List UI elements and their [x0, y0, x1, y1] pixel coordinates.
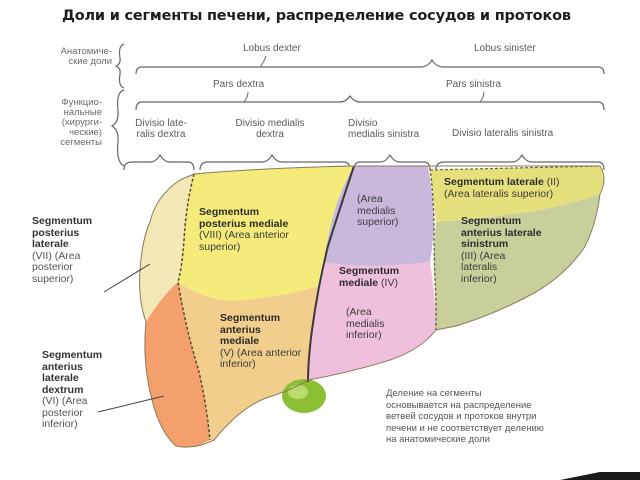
anatomical-brace: [114, 43, 125, 89]
pars-bracket: [135, 94, 605, 111]
segment-ii-region: [430, 166, 604, 222]
anatomical-lobes-label: Анатомиче-ские доли: [60, 46, 112, 67]
pars-dextra-label: Pars dextra: [213, 79, 265, 90]
divisio-bracket-4: [435, 153, 605, 171]
bottom-edge: [0, 472, 640, 480]
pars-sinistra-label: Pars sinistra: [446, 79, 502, 90]
divisio-lateralis-sinistra-label: Divisio lateralis sinistra: [452, 128, 554, 139]
divisio-bracket-2: [199, 153, 351, 171]
segment-v-region: [178, 282, 318, 440]
segment-iv-inferior-region: [308, 262, 436, 380]
divisio-lateralis-dextra-label: Divisio late-ralis dextra: [135, 118, 187, 140]
segment-vii-region: [139, 174, 194, 322]
divisio-bracket-1: [123, 153, 195, 171]
page-title: Доли и сегменты печени, распределение со…: [62, 8, 571, 24]
lobus-dexter-label: Lobus dexter: [243, 43, 301, 54]
segment-vi-region: [144, 282, 210, 448]
divisio-bracket-3: [353, 153, 431, 171]
functional-brace: [110, 89, 125, 167]
segment-viii-region: [178, 166, 354, 301]
segment-iii-region: [434, 194, 600, 330]
segment-iv-superior-region: [324, 166, 434, 266]
segment-iv-label: Segmentum mediale (IV): [339, 265, 400, 289]
lobus-bracket: [135, 58, 605, 75]
functional-segments-label: Функцио-нальные (хирурги-ческие) сегмент…: [60, 97, 102, 148]
segment-ii-label: Segmentum laterale (II) (Area lateralis …: [444, 176, 560, 200]
lobus-sinister-label: Lobus sinister: [474, 43, 536, 54]
